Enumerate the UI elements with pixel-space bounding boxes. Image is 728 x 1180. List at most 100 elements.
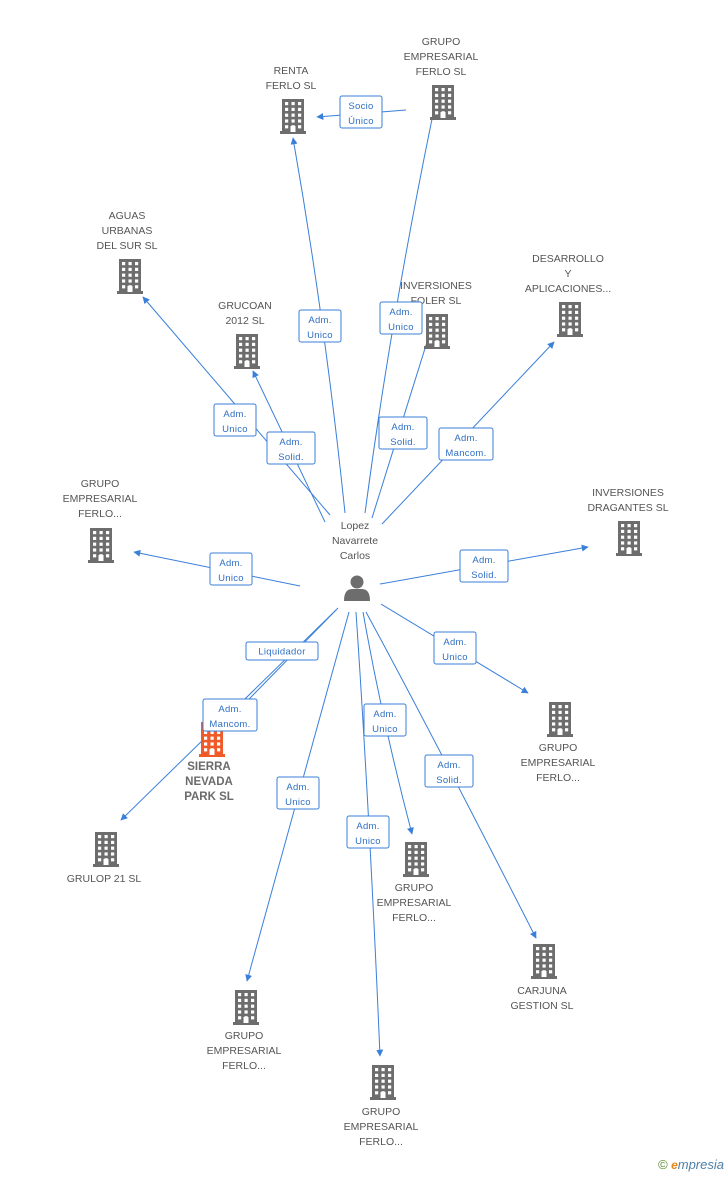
person-icon[interactable] xyxy=(344,575,370,602)
building-icon[interactable] xyxy=(370,1065,396,1100)
building-icon[interactable] xyxy=(403,842,429,877)
building-icon[interactable] xyxy=(234,334,260,369)
edge-label-text: Adm. xyxy=(389,307,412,318)
edge-label-box xyxy=(245,641,319,661)
node-desarrollo[interactable]: DESARROLLOYAPLICACIONES... xyxy=(525,253,611,337)
edge-label[interactable]: Adm.Unico xyxy=(209,552,253,586)
edge-label-box xyxy=(459,549,509,583)
edge-label-text: Adm. xyxy=(472,555,495,566)
edge-label-box xyxy=(202,698,258,732)
edge-label-box xyxy=(433,631,477,665)
edge-label-box xyxy=(379,301,423,335)
node-label: Carlos xyxy=(340,550,370,562)
edge-label[interactable]: Adm.Unico xyxy=(363,703,407,737)
edge-label-box xyxy=(424,754,474,788)
node-label: INVERSIONES xyxy=(592,487,664,499)
edge-label[interactable]: Adm.Solid. xyxy=(266,431,316,465)
edge-label[interactable]: Adm.Unico xyxy=(298,309,342,343)
edge-label[interactable]: Adm.Mancom. xyxy=(202,698,258,732)
edge-label-text: Único xyxy=(348,116,374,127)
node-label: Navarrete xyxy=(332,535,378,547)
edge-label-text: Adm. xyxy=(279,437,302,448)
edge-label-box xyxy=(438,427,494,461)
edge-label-text: Unico xyxy=(285,797,311,808)
node-label: DRAGANTES SL xyxy=(587,502,668,514)
edge-label-text: Unico xyxy=(442,652,468,663)
building-icon[interactable] xyxy=(531,944,557,979)
building-icon[interactable] xyxy=(430,85,456,120)
node-label: PARK SL xyxy=(184,791,234,803)
edge-label[interactable]: Liquidador xyxy=(245,641,319,661)
edge-label[interactable]: Adm.Unico xyxy=(433,631,477,665)
node-label: 2012 SL xyxy=(225,315,264,327)
node-grupo_mid[interactable]: GRUPO EMPRESARIAL FERLO... xyxy=(377,842,452,924)
edge-label-text: Unico xyxy=(222,424,248,435)
building-icon[interactable] xyxy=(557,302,583,337)
node-label: FERLO... xyxy=(78,508,122,520)
node-label: GRUPO xyxy=(395,882,434,894)
edge-label[interactable]: Adm.Solid. xyxy=(424,754,474,788)
node-label: DEL SUR SL xyxy=(97,240,158,252)
building-icon[interactable] xyxy=(616,521,642,556)
edge-label-box xyxy=(266,431,316,465)
node-grupo_right[interactable]: GRUPOEMPRESARIALFERLO... xyxy=(521,702,596,784)
edge-label-text: Adm. xyxy=(223,409,246,420)
building-icon[interactable] xyxy=(233,990,259,1025)
edge-label[interactable]: Adm. Unico xyxy=(276,776,320,810)
node-grupo_bottom[interactable]: GRUPOEMPRESARIALFERLO... xyxy=(344,1065,419,1148)
node-label: Y xyxy=(564,268,571,280)
building-icon[interactable] xyxy=(88,528,114,563)
edge-label-text: Adm. xyxy=(218,704,241,715)
edge-label[interactable]: Adm. Unico xyxy=(213,403,257,437)
node-label: URBANAS xyxy=(102,225,153,237)
node-label: RENTA xyxy=(274,65,309,77)
edge-label[interactable]: Adm. Unico xyxy=(346,815,390,849)
node-label: GRUPO xyxy=(539,742,578,754)
node-grupo_left[interactable]: GRUPOEMPRESARIALFERLO... xyxy=(63,478,138,563)
node-label: GRUPO xyxy=(225,1030,264,1042)
building-icon[interactable] xyxy=(280,99,306,134)
node-label: INVERSIONES xyxy=(400,280,472,292)
node-grulop[interactable]: GRULOP 21 SL xyxy=(67,832,142,885)
node-label: EMPRESARIAL xyxy=(63,493,138,505)
node-label: SIERRA xyxy=(187,761,230,773)
edge-label-text: Adm. xyxy=(219,558,242,569)
edge-label[interactable]: Adm.Mancom. xyxy=(438,427,494,461)
node-inversiones_dragantes[interactable]: INVERSIONES DRAGANTES SL xyxy=(587,487,669,556)
building-icon[interactable] xyxy=(547,702,573,737)
node-label: Lopez xyxy=(341,520,370,532)
edge-line xyxy=(365,611,537,939)
edge-label-text: Socio xyxy=(348,101,373,112)
edge-label-text: Adm. xyxy=(356,821,379,832)
node-label: FERLO... xyxy=(392,912,436,924)
edge-label-text: Adm. xyxy=(373,709,396,720)
node-label: APLICACIONES... xyxy=(525,283,611,295)
edge-label-text: Adm. xyxy=(391,422,414,433)
edge-label[interactable]: Adm.Unico xyxy=(379,301,423,335)
edge-label-text: Adm. xyxy=(308,315,331,326)
brand-logo-initial: e xyxy=(671,1158,678,1172)
edge-label-text: Unico xyxy=(355,836,381,847)
edge-label-text: Adm. xyxy=(454,433,477,444)
building-icon[interactable] xyxy=(424,314,450,349)
node-label: CARJUNA xyxy=(517,985,567,997)
edge-label[interactable]: Adm.Solid. xyxy=(459,549,509,583)
node-label: EMPRESARIAL xyxy=(207,1045,282,1057)
node-grupo_bl[interactable]: GRUPOEMPRESARIALFERLO... xyxy=(207,990,282,1072)
node-label: GRULOP 21 SL xyxy=(67,873,142,885)
node-label: EMPRESARIAL xyxy=(377,897,452,909)
edge-label[interactable]: Adm.Solid. xyxy=(378,416,428,450)
building-icon[interactable] xyxy=(93,832,119,867)
edge-label-text: Adm. xyxy=(286,782,309,793)
building-icon[interactable] xyxy=(117,259,143,294)
